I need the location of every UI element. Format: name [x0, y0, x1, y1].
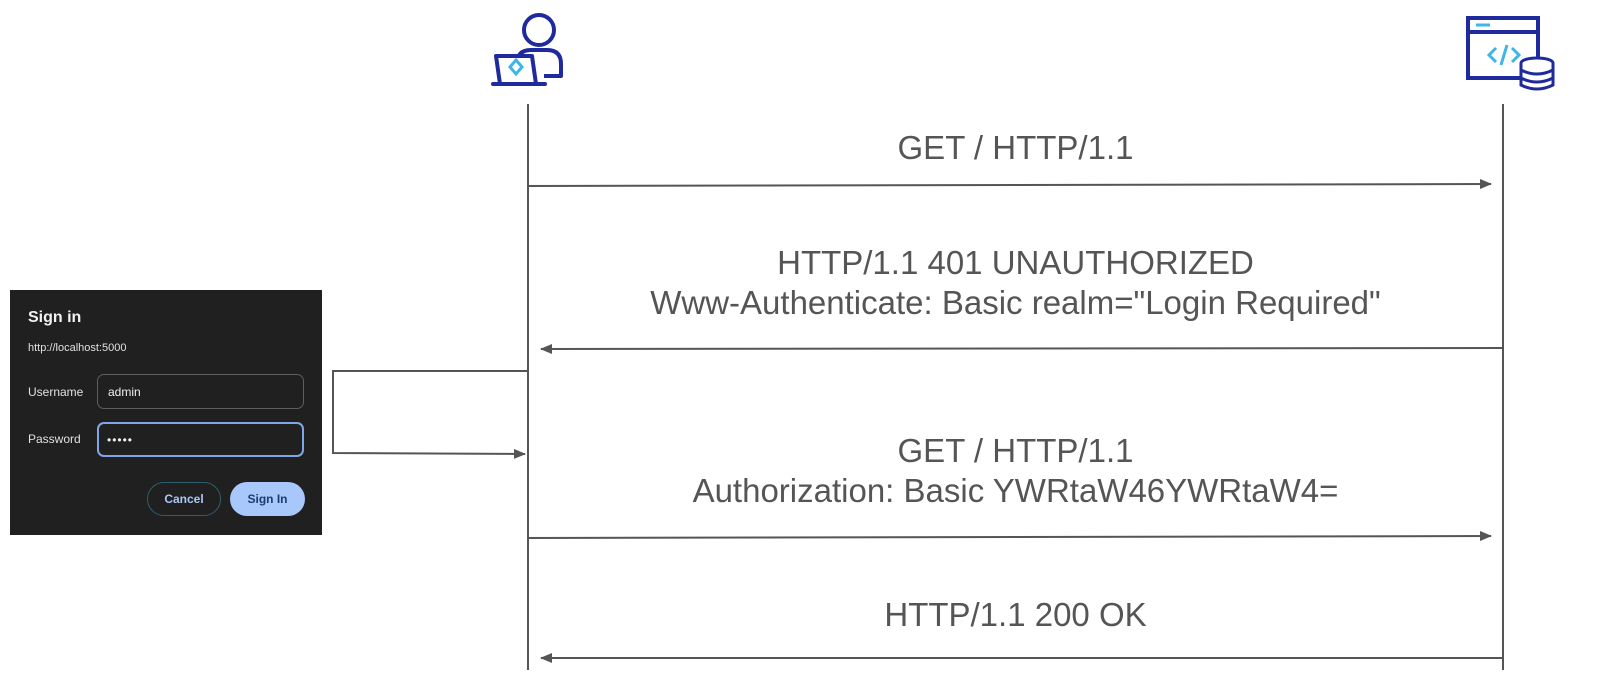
request-1-line-1: GET / HTTP/1.1: [897, 129, 1134, 166]
request-2-line-2: Authorization: Basic YWRtaW46YWRtaW4=: [692, 472, 1339, 509]
response-2-line-1: HTTP/1.1 200 OK: [884, 596, 1147, 633]
response-2-label: HTTP/1.1 200 OK: [528, 595, 1503, 635]
request-1-label: GET / HTTP/1.1: [528, 128, 1503, 168]
response-arrow-1: [540, 343, 1504, 354]
response-1-line-1: HTTP/1.1 401 UNAUTHORIZED: [777, 244, 1254, 281]
request-2-line-1: GET / HTTP/1.1: [897, 432, 1134, 469]
response-1-label: HTTP/1.1 401 UNAUTHORIZED Www-Authentica…: [528, 243, 1503, 323]
user-laptop-icon: [491, 13, 563, 86]
sign-in-dialog: Sign in http://localhost:5000 Username P…: [10, 290, 322, 535]
sign-in-button[interactable]: Sign In: [230, 482, 305, 516]
request-arrow-2: [527, 531, 1492, 542]
cancel-button[interactable]: Cancel: [147, 482, 221, 516]
password-input[interactable]: [97, 422, 304, 457]
request-2-label: GET / HTTP/1.1 Authorization: Basic YWRt…: [528, 431, 1503, 511]
web-server-database-icon: [1466, 16, 1555, 91]
request-arrow-1: [527, 179, 1492, 190]
username-label: Username: [28, 385, 84, 399]
response-1-line-2: Www-Authenticate: Basic realm="Login Req…: [650, 284, 1381, 321]
password-label: Password: [28, 432, 81, 446]
dialog-title: Sign in: [28, 309, 82, 326]
username-input[interactable]: [97, 374, 304, 409]
dialog-connector-arrow: [332, 370, 528, 459]
dialog-url: http://localhost:5000: [28, 342, 127, 354]
